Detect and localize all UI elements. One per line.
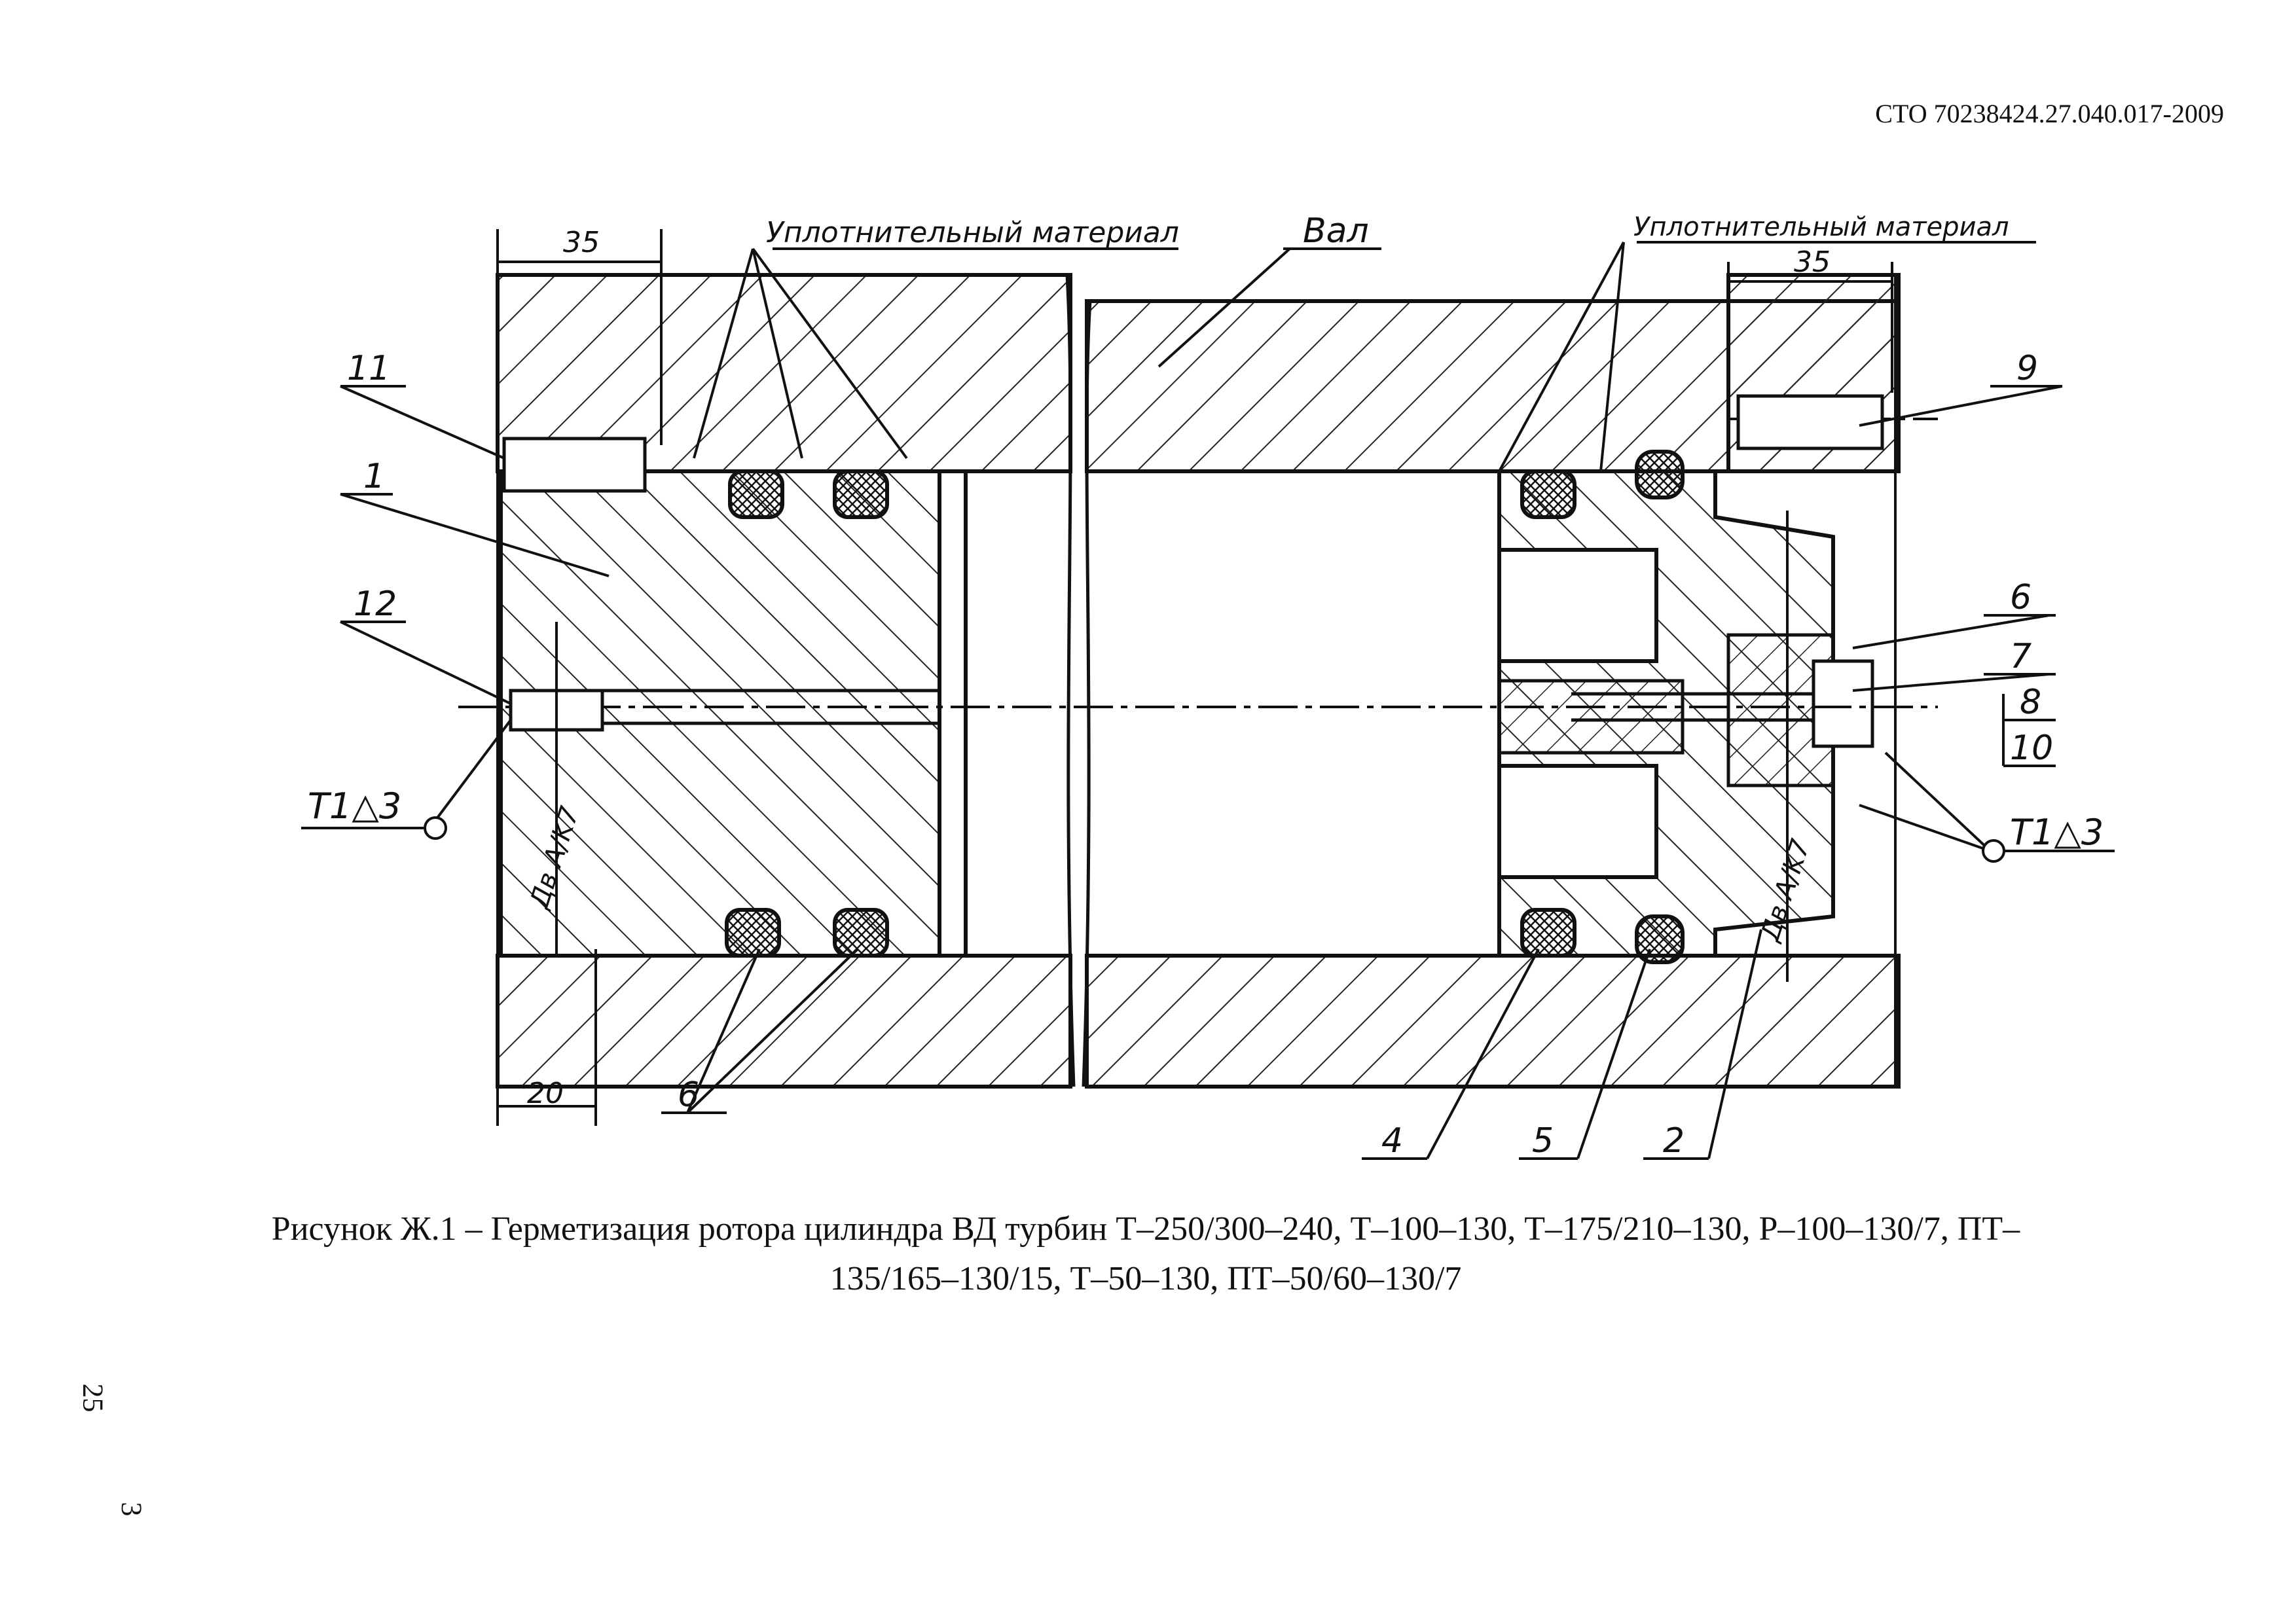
caption-line-2: 135/165–130/15, Т–50–130, ПТ–50/60–130/7 (829, 1260, 1462, 1297)
callout-1: 1 (363, 457, 385, 496)
document-code: СТО 70238424.27.040.017-2009 (1875, 99, 2224, 128)
callout-underlines (301, 241, 2115, 1160)
leader-lines (340, 242, 2063, 1159)
label-dim-35-right: 35 (1794, 245, 1831, 279)
label-seal-material-right: Уплотнительный материал (1633, 212, 2009, 242)
label-dim-20: 20 (527, 1077, 564, 1110)
callout-9: 9 (2016, 349, 2038, 388)
shaft-body-right (1085, 273, 1901, 1089)
plug-part-2 (1497, 469, 1874, 958)
margin-mark-bottom: 3 (115, 1502, 148, 1517)
callout-5: 5 (1532, 1121, 1554, 1161)
margin-mark-top: 25 (77, 1383, 109, 1413)
callout-6-bottom: 6 (678, 1075, 699, 1115)
bore-channel (583, 689, 1813, 725)
callout-2: 2 (1663, 1121, 1685, 1161)
label-weld-left: T1△3 (308, 785, 401, 827)
callout-10: 10 (2010, 729, 2053, 768)
break-lines (1065, 274, 1092, 1087)
callout-4: 4 (1381, 1121, 1403, 1161)
callout-8: 8 (2020, 683, 2041, 722)
callout-11: 11 (347, 349, 390, 388)
callout-12: 12 (354, 585, 397, 624)
label-shaft: Вал (1303, 211, 1369, 251)
dimension-lines (496, 229, 1897, 1126)
label-dim-35-left: 35 (563, 226, 600, 259)
caption-line-1: Рисунок Ж.1 – Герметизация ротора цилинд… (271, 1210, 2020, 1248)
figure-caption: Рисунок Ж.1 – Герметизация ротора цилинд… (164, 1204, 2128, 1304)
callout-7: 7 (2010, 637, 2032, 676)
weld-mark-left (424, 816, 447, 840)
label-seal-material-left: Уплотнительный материал (766, 216, 1179, 249)
callout-6-right: 6 (2010, 578, 2032, 617)
seal-rings (725, 450, 1685, 964)
label-weld-right: T1△3 (2010, 812, 2104, 853)
weld-mark-right (1982, 839, 2005, 863)
rotor-sealing-drawing: Уплотнительный материал Уплотнительный м… (301, 211, 2115, 1161)
